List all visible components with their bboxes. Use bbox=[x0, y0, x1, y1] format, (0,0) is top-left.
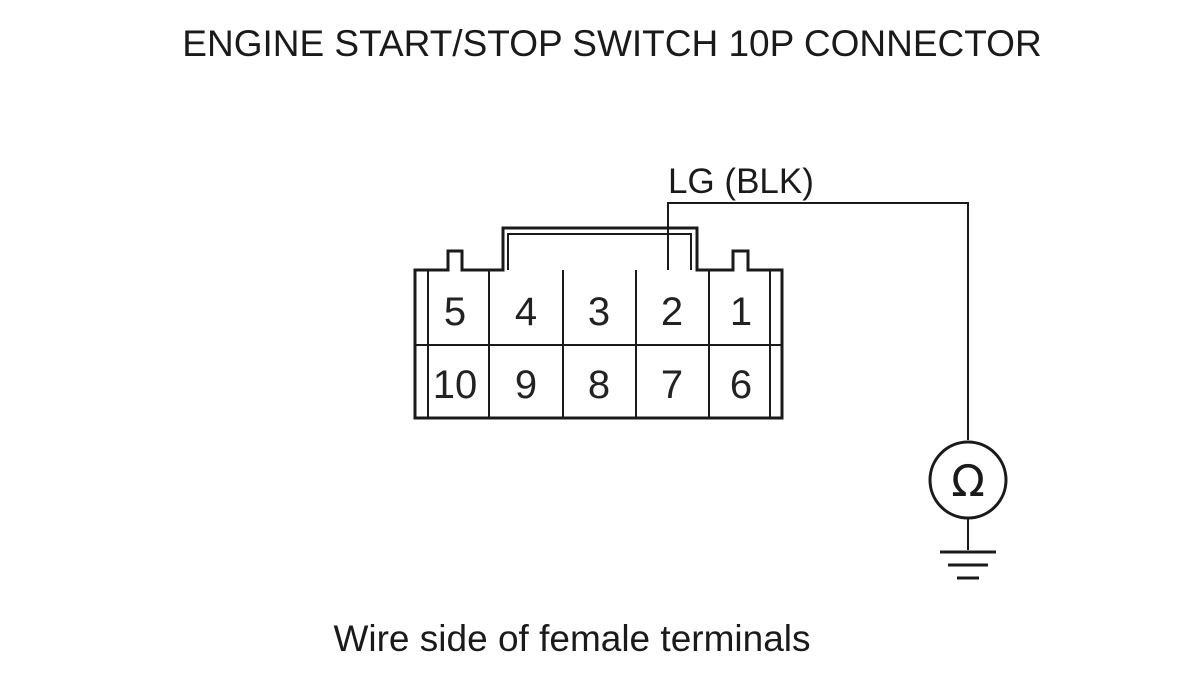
terminal-8-label: 8 bbox=[588, 363, 610, 407]
diagram-caption: Wire side of female terminals bbox=[333, 618, 810, 659]
probe-wire bbox=[667, 202, 969, 440]
diagram-title: ENGINE START/STOP SWITCH 10P CONNECTOR bbox=[182, 23, 1041, 64]
terminal-1-label: 1 bbox=[730, 290, 752, 334]
terminal-10-label: 10 bbox=[433, 363, 478, 407]
terminal-2-label: 2 bbox=[661, 290, 683, 334]
terminal-4-label: 4 bbox=[515, 290, 537, 334]
terminal-9-label: 9 bbox=[515, 363, 537, 407]
terminal-6-label: 6 bbox=[730, 363, 752, 407]
ohmmeter-icon: Ω bbox=[928, 440, 1008, 520]
ground-icon bbox=[940, 550, 996, 580]
terminal-3-label: 3 bbox=[588, 290, 610, 334]
ohm-symbol: Ω bbox=[951, 456, 985, 507]
wire-color-label: LG (BLK) bbox=[668, 162, 814, 201]
connector-housing bbox=[413, 226, 784, 420]
terminal-7-label: 7 bbox=[661, 363, 683, 407]
terminal-5-label: 5 bbox=[444, 290, 466, 334]
